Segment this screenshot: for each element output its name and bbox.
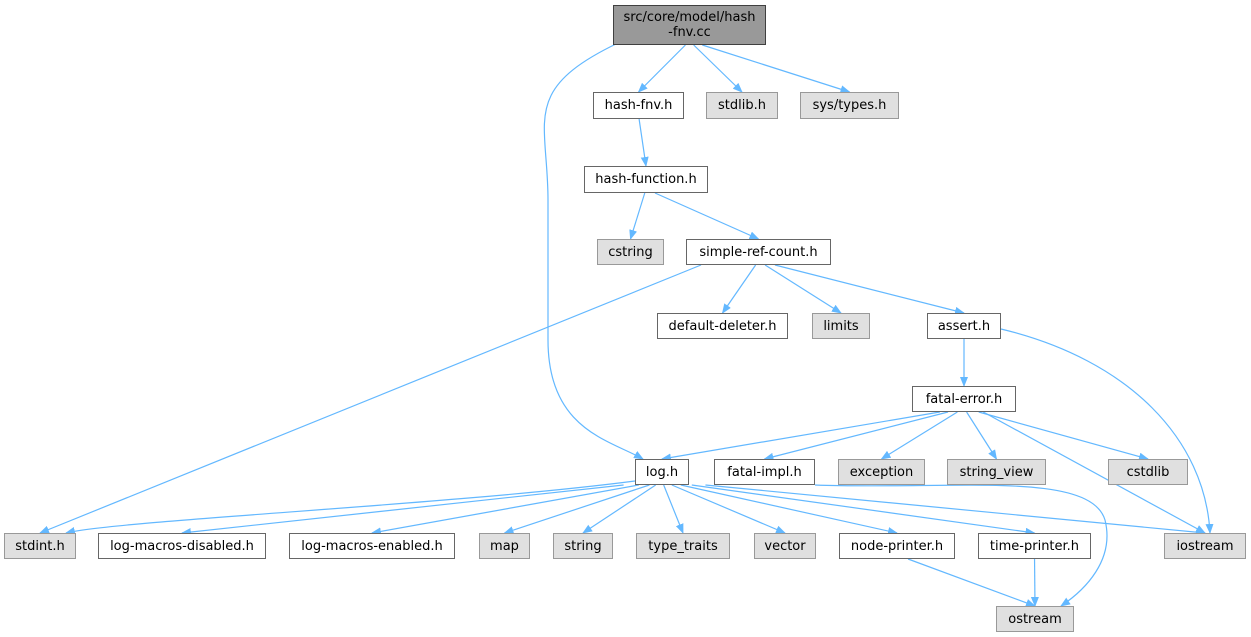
edge-log_h-to-vector xyxy=(671,484,786,534)
node-limits[interactable]: limits xyxy=(812,313,870,339)
edge-fatal_error_h-to-exception xyxy=(880,411,958,460)
node-iostream[interactable]: iostream xyxy=(1164,533,1246,559)
edge-log_h-to-type_traits xyxy=(663,484,684,534)
edge-hash_fnv_h-to-hash_function_h xyxy=(638,118,649,167)
edge-node_printer_h-to-ostream xyxy=(907,558,1036,607)
edge-log_h-to-stdint_h xyxy=(65,480,636,535)
node-map[interactable]: map xyxy=(479,533,530,559)
node-hash-function-h[interactable]: hash-function.h xyxy=(584,166,708,193)
edge-hash_function_h-to-cstring xyxy=(629,192,646,240)
node-node-printer-h[interactable]: node-printer.h xyxy=(839,533,955,559)
edge-fatal_error_h-to-string_view xyxy=(966,411,998,460)
node-hash-fnv-h[interactable]: hash-fnv.h xyxy=(593,92,684,119)
edge-simple_ref_count_h-to-default_deleter_h xyxy=(721,264,757,314)
edge-log_h-to-time_printer_h xyxy=(691,484,1036,536)
edge-log_h-to-iostream xyxy=(705,484,1206,537)
edge-log_h-to-map xyxy=(503,484,650,534)
node-root-file[interactable]: src/core/model/hash -fnv.cc xyxy=(613,5,766,45)
edge-fatal_error_h-to-iostream xyxy=(982,411,1206,534)
node-stdint-h[interactable]: stdint.h xyxy=(4,533,76,559)
edge-fatal_error_h-to-fatal_impl_h xyxy=(763,411,949,461)
edge-simple_ref_count_h-to-limits xyxy=(764,264,842,314)
edge-simple_ref_count_h-to-stdint_h xyxy=(39,264,702,534)
edge-hash_function_h-to-simple_ref_count_h xyxy=(654,192,760,240)
node-vector[interactable]: vector xyxy=(754,533,816,559)
node-exception[interactable]: exception xyxy=(838,459,925,485)
edge-log_h-to-log_macros_disabled_h xyxy=(181,484,624,537)
edge-root-to-sys_types_h xyxy=(702,44,851,94)
node-fatal-impl-h[interactable]: fatal-impl.h xyxy=(714,459,815,485)
node-log-macros-disabled-h[interactable]: log-macros-disabled.h xyxy=(98,533,266,559)
edge-log_h-to-node_printer_h xyxy=(680,484,898,535)
edge-log_h-to-string xyxy=(582,484,657,534)
node-simple-ref-count-h[interactable]: simple-ref-count.h xyxy=(686,239,831,265)
edge-assert_h-to-iostream xyxy=(1000,328,1214,534)
node-cstring[interactable]: cstring xyxy=(597,239,664,265)
node-string-view[interactable]: string_view xyxy=(947,459,1046,485)
node-log-h[interactable]: log.h xyxy=(635,459,689,485)
edge-root-to-stdlib_h xyxy=(693,44,743,93)
node-cstdlib[interactable]: cstdlib xyxy=(1108,459,1188,485)
node-sys-types-h[interactable]: sys/types.h xyxy=(800,92,899,119)
node-time-printer-h[interactable]: time-printer.h xyxy=(978,533,1091,559)
edge-fatal_error_h-to-cstdlib xyxy=(978,411,1149,461)
node-stdlib-h[interactable]: stdlib.h xyxy=(706,92,778,119)
edge-log_h-to-log_macros_enabled_h xyxy=(371,484,639,536)
edge-fatal_error_h-to-log_h xyxy=(661,411,940,462)
edge-root-to-log_h xyxy=(543,42,644,460)
edge-root-to-hash_fnv_h xyxy=(637,44,686,93)
node-log-macros-enabled-h[interactable]: log-macros-enabled.h xyxy=(289,533,455,559)
edge-simple_ref_count_h-to-assert_h xyxy=(774,264,965,315)
edge-fatal_impl_h-to-ostream xyxy=(814,484,1108,607)
node-string[interactable]: string xyxy=(553,533,613,559)
node-ostream[interactable]: ostream xyxy=(996,606,1074,632)
node-assert-h[interactable]: assert.h xyxy=(927,313,1001,339)
node-fatal-error-h[interactable]: fatal-error.h xyxy=(912,386,1016,412)
node-type-traits[interactable]: type_traits xyxy=(636,533,730,559)
node-default-deleter-h[interactable]: default-deleter.h xyxy=(657,313,788,339)
